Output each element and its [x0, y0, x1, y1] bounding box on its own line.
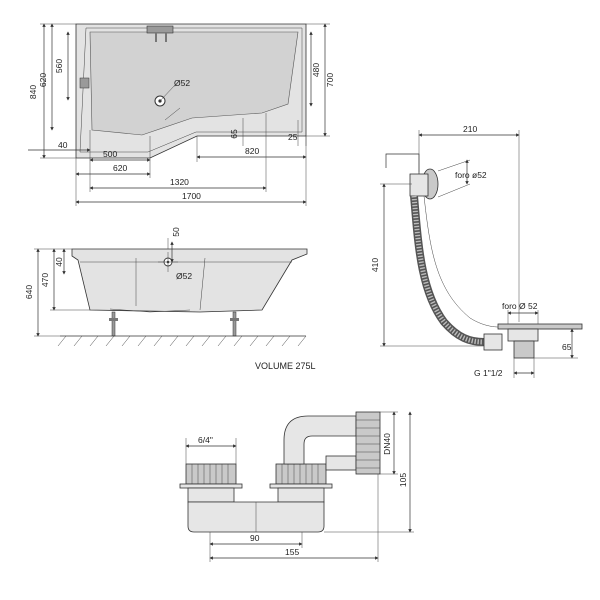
overflow-diameter-label: Ø52 [176, 271, 192, 281]
tub-leg-right [232, 311, 237, 337]
dim-560: 560 [54, 59, 64, 73]
dim-50-side: 50 [171, 227, 181, 237]
dn40-label: DN40 [382, 433, 392, 455]
dim-25: 25 [288, 132, 298, 142]
right-inlet-nut [275, 463, 327, 485]
drain-diameter-label: Ø52 [174, 78, 190, 88]
dim-1700: 1700 [182, 191, 201, 201]
dim-480: 480 [311, 63, 321, 77]
tub-basin [89, 31, 299, 136]
tub-leg-left [111, 311, 116, 337]
dim-700: 700 [325, 73, 335, 87]
dim-155: 155 [285, 547, 299, 557]
dim-640: 640 [24, 285, 34, 299]
dim-620-bottom: 620 [113, 163, 127, 173]
waste-overflow-set: 210 410 foro ø52 foro Ø 52 65 G 1"1/2 [370, 124, 583, 378]
tub-side-body [71, 248, 308, 313]
dim-470: 470 [40, 273, 50, 287]
dim-410: 410 [370, 258, 380, 272]
side-fitting [79, 77, 90, 89]
dim-500: 500 [103, 149, 117, 159]
control-cable [423, 195, 511, 328]
siphon-trap: 6/4" DN40 105 90 155 [179, 411, 414, 562]
dim-840: 840 [28, 85, 38, 99]
dim-820: 820 [245, 146, 259, 156]
volume-caption: VOLUME 275L [255, 361, 316, 371]
trap-thread-label: 6/4" [198, 435, 213, 445]
top-view: Ø52 840 620 560 480 700 65 25 40 500 [28, 23, 335, 206]
dim-90: 90 [250, 533, 260, 543]
left-inlet-nut [185, 463, 237, 485]
dim-65-waste: 65 [562, 342, 572, 352]
faucet-bar [146, 25, 174, 34]
dim-40: 40 [58, 140, 68, 150]
foro-bottom-label: foro Ø 52 [502, 301, 538, 311]
drain-plate [497, 323, 583, 330]
dim-1320: 1320 [170, 177, 189, 187]
dim-65: 65 [229, 129, 239, 139]
foro-top-label: foro ø52 [455, 170, 487, 180]
dim-105: 105 [398, 473, 408, 487]
thread-label: G 1"1/2 [474, 368, 503, 378]
dim-210: 210 [463, 124, 477, 134]
dim-620-left: 620 [38, 73, 48, 87]
outlet-nut [355, 411, 381, 475]
overflow-handle [385, 153, 420, 176]
dim-40-side: 40 [54, 257, 64, 267]
side-view: Ø52 50 640 470 40 VOLUME [24, 227, 316, 371]
